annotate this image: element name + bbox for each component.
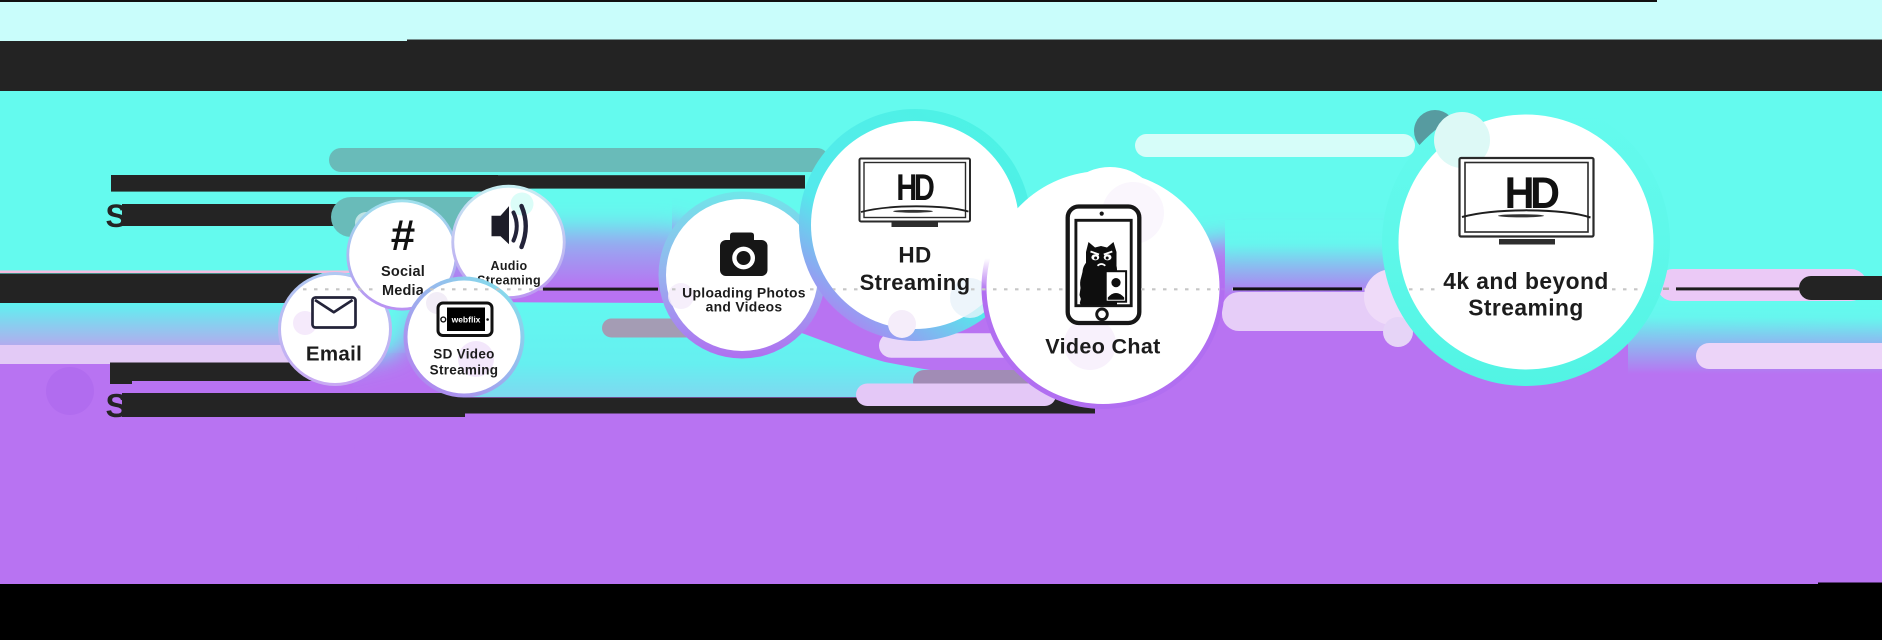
svg-text:S: S bbox=[106, 198, 127, 234]
svg-text:D: D bbox=[914, 168, 935, 209]
svg-text:HD: HD bbox=[898, 243, 931, 268]
svg-text:Email: Email bbox=[306, 343, 362, 366]
svg-text:Streaming: Streaming bbox=[860, 270, 971, 295]
svg-text:Social: Social bbox=[381, 264, 425, 280]
svg-text:webflix: webflix bbox=[451, 315, 481, 325]
svg-text:Media: Media bbox=[382, 283, 425, 299]
svg-text:4k and beyond: 4k and beyond bbox=[1443, 268, 1608, 294]
svg-text:and Videos: and Videos bbox=[706, 299, 783, 315]
svg-text:H: H bbox=[896, 168, 917, 209]
svg-text:#: # bbox=[391, 211, 415, 260]
svg-text:Streaming: Streaming bbox=[430, 363, 499, 378]
svg-text:Uploading Photos: Uploading Photos bbox=[682, 285, 806, 301]
svg-text:Video Chat: Video Chat bbox=[1045, 335, 1160, 359]
svg-text:Streaming: Streaming bbox=[1468, 295, 1584, 321]
svg-text:SD Video: SD Video bbox=[433, 347, 494, 362]
svg-text:Audio: Audio bbox=[491, 259, 528, 273]
